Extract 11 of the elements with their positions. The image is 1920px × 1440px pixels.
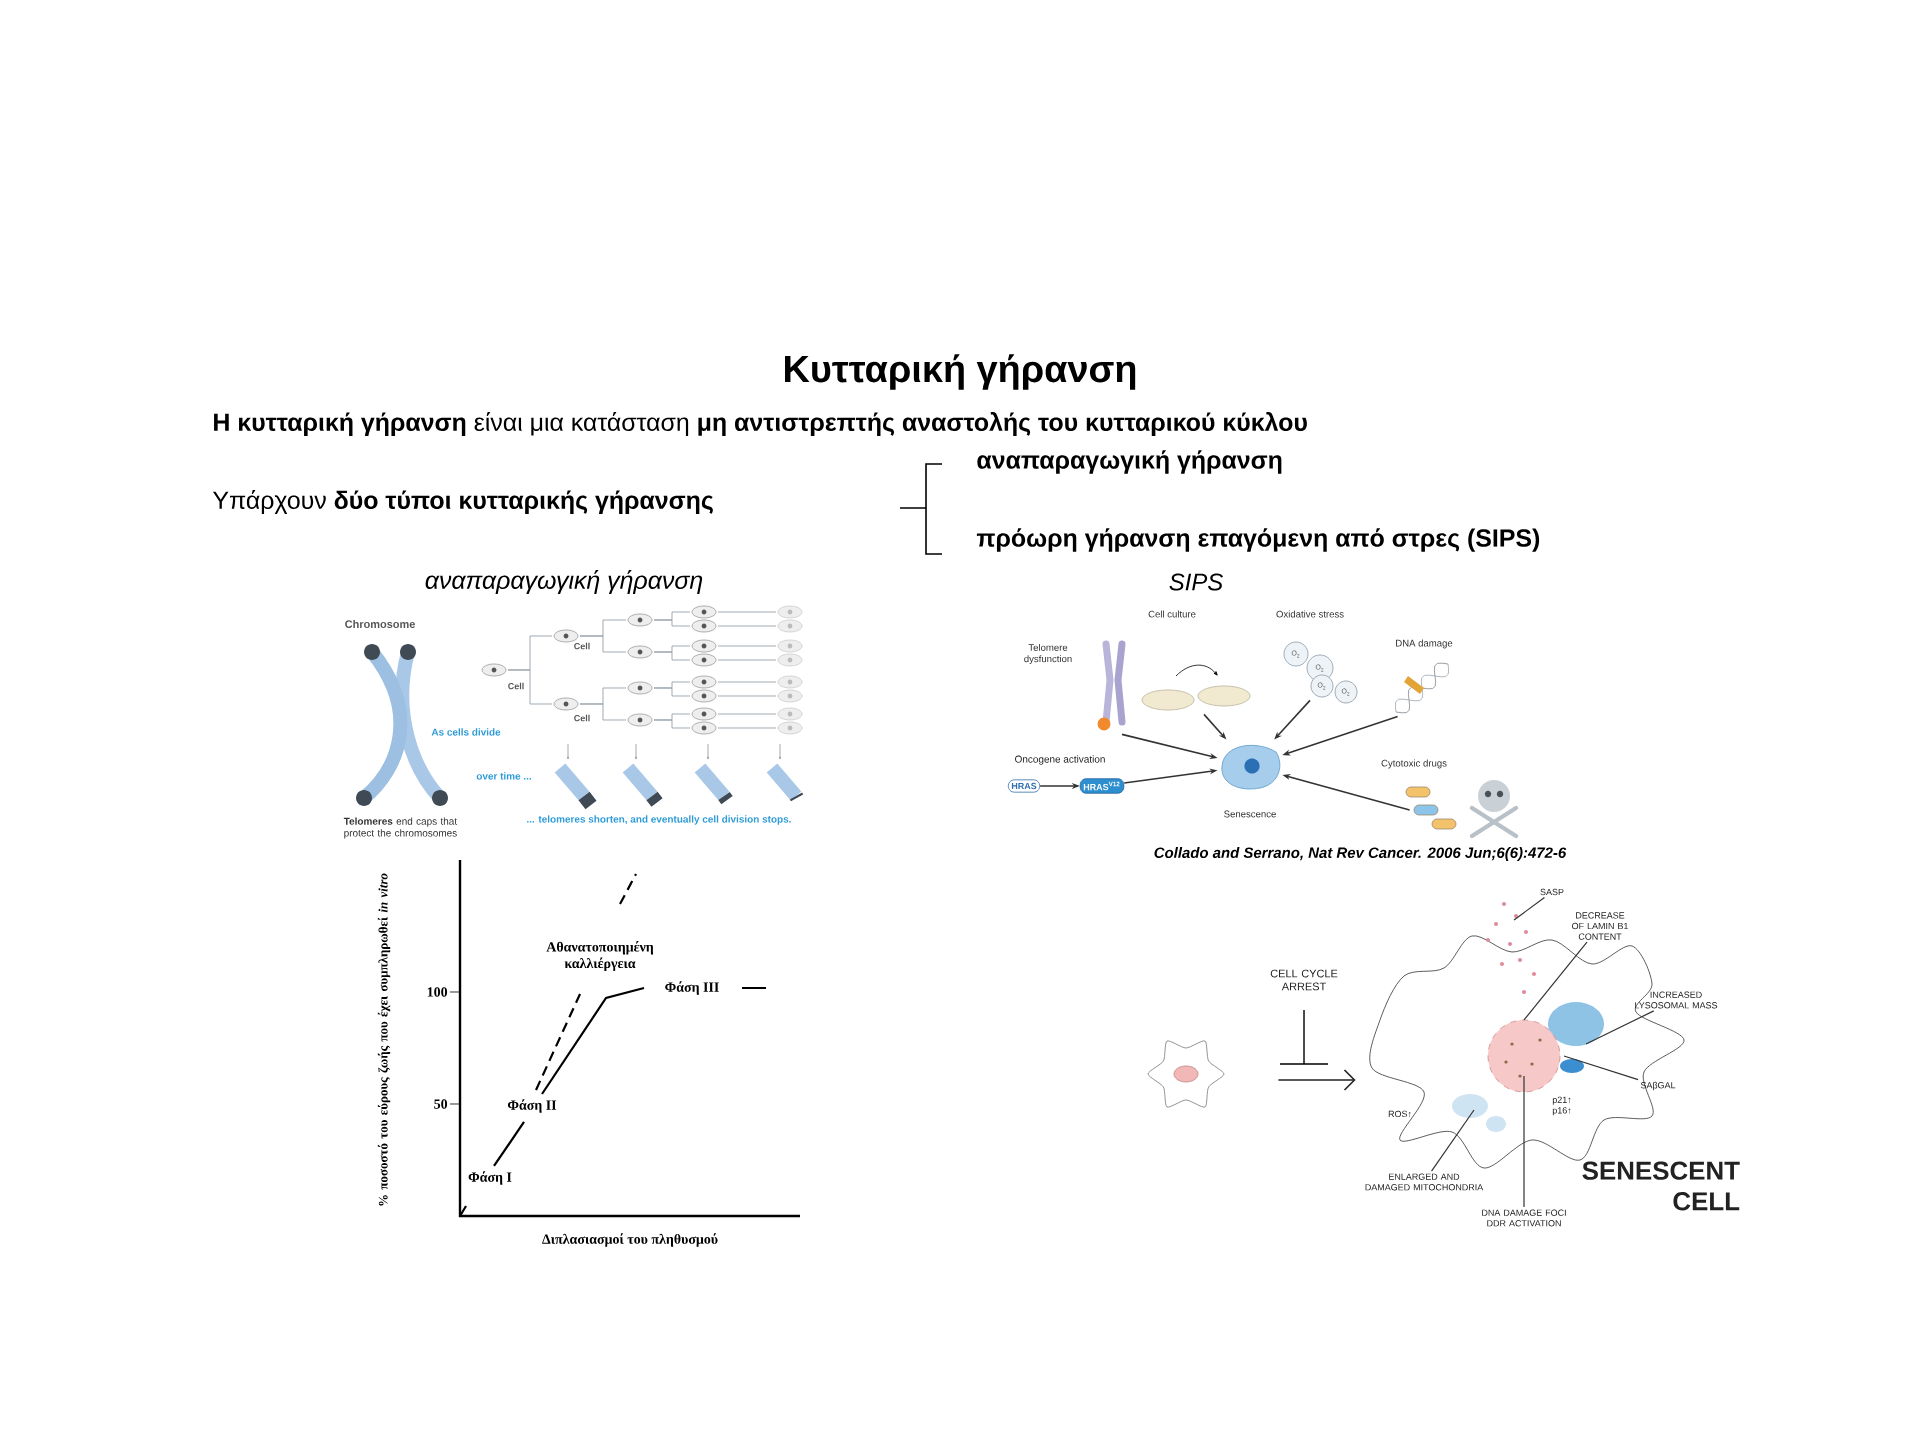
leader-line: [1513, 896, 1546, 921]
normal-cell-drawing: [1147, 1040, 1225, 1108]
sentence-text: Υπάρχουν δύο τύποι κυτταρικής γήρανσης: [213, 490, 713, 514]
sentence-text: Η κυτταρική γήρανση είναι μια κατάσταση μη αντιστρεπτής αναστολής του κυτταρικού κύκλου: [214, 412, 1307, 436]
list-item: πρόωρη γήρανση επαγόμενη από στρες (SIPS): [976, 528, 1540, 552]
panel-heading: SIPS: [1169, 573, 1223, 591]
arrow: [1277, 1069, 1356, 1091]
heading-text: SENESCENT CELL: [1582, 1161, 1740, 1211]
panel-heading: αναπαραγωγική γήρανση: [425, 570, 703, 594]
list-item: αναπαραγωγική γήρανση: [977, 450, 1282, 474]
slide-title: Κυτταρική γήρανση: [785, 354, 1136, 390]
